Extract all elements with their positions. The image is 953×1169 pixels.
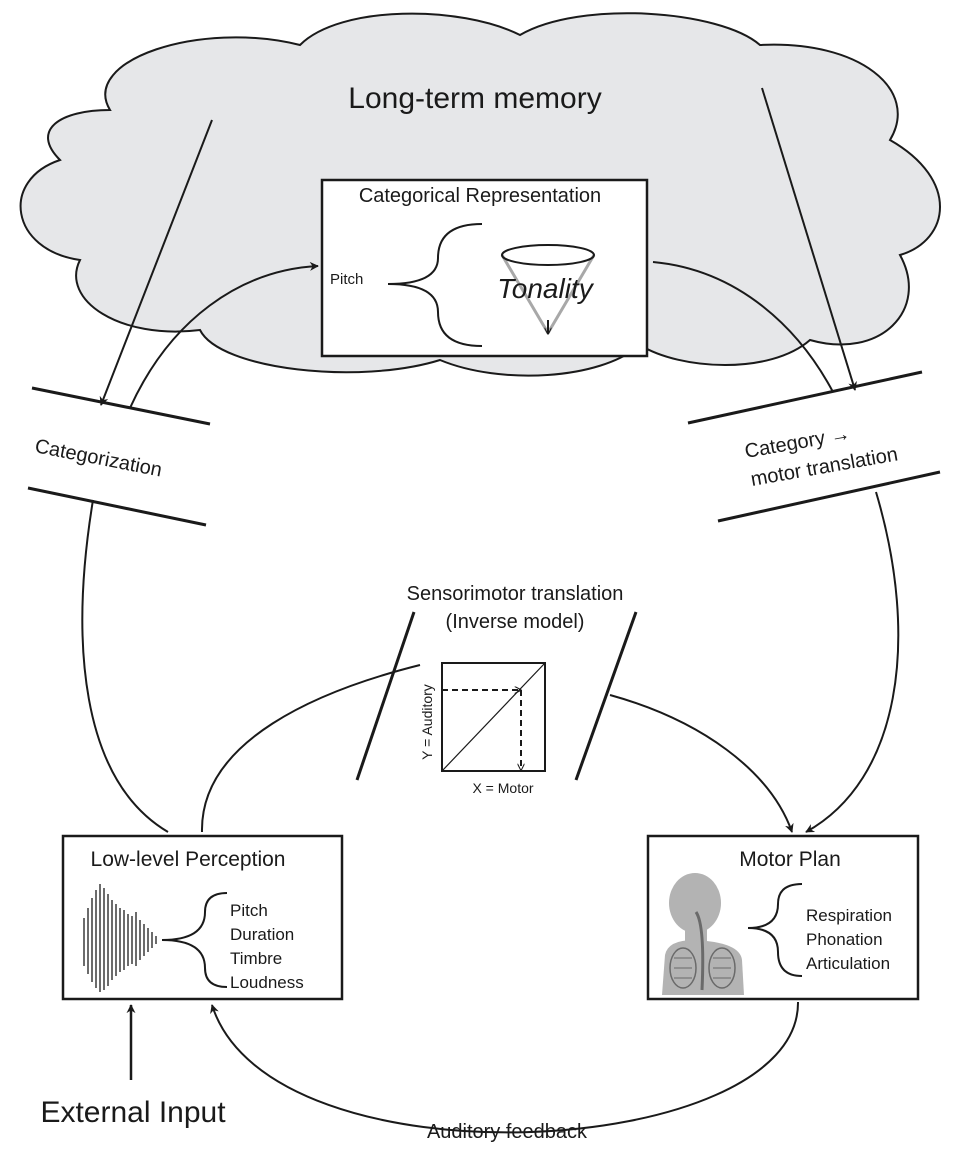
motor-plan-item-respiration: Respiration: [806, 906, 892, 925]
vocal-tract-body-icon: [662, 873, 744, 995]
motor-plan-item-phonation: Phonation: [806, 930, 883, 949]
sensorimotor-title-line2: (Inverse model): [446, 611, 585, 633]
memory-to-categorization-arrow: [99, 119, 213, 406]
motor-plan-item-articulation: Articulation: [806, 954, 890, 973]
low-level-perception-title: Low-level Perception: [91, 848, 286, 871]
motor-plan-box: Motor Plan Respiration Phonation Articul…: [646, 834, 920, 1001]
sensorimotor-title-line1: Sensorimotor translation: [407, 583, 624, 605]
waveform-icon: [83, 884, 157, 992]
external-input-label: External Input: [40, 1096, 226, 1129]
long-term-memory-label: Long-term memory: [348, 82, 601, 115]
tonality-cone-icon: [500, 244, 596, 334]
inverse-model-x-axis-label: X = Motor: [472, 780, 533, 796]
categorical-pitch-label: Pitch: [330, 271, 363, 288]
motor-plan-title: Motor Plan: [739, 848, 841, 871]
low-level-perception-box: Low-level Perception Pitch Duration Timb: [61, 834, 344, 1001]
perception-to-categorization-curve: [81, 499, 169, 833]
inverse-model-plot: [441, 662, 546, 772]
categorization-stage: Categorization: [27, 386, 211, 527]
perception-item-duration: Duration: [230, 925, 294, 944]
perception-brace: [161, 892, 228, 988]
sensorimotor-stage: Sensorimotor translation (Inverse model)…: [355, 583, 638, 796]
category-motor-stage: Category → motor translation: [687, 370, 941, 523]
inverse-model-y-axis-label: Y = Auditory: [419, 684, 435, 760]
categorization-to-pitch-arrow: [129, 261, 319, 409]
perception-to-motor-plan-loop-arrow: [200, 664, 792, 832]
categorical-brace: [387, 223, 483, 347]
perception-item-timbre: Timbre: [230, 949, 282, 968]
memory-to-motor-translation-arrow: [761, 87, 857, 391]
tonality-label: Tonality: [497, 273, 594, 304]
categorical-representation-box: Categorical Representation Pitch Tonalit…: [320, 178, 649, 358]
auditory-feedback-label: Auditory feedback: [427, 1121, 588, 1143]
categorization-label: Categorization: [33, 435, 164, 481]
categorical-representation-title: Categorical Representation: [359, 185, 601, 207]
perception-item-pitch: Pitch: [230, 901, 268, 920]
motor-translation-to-motor-plan-arrow: [805, 491, 900, 833]
auditory-feedback-arrow: [210, 1001, 800, 1134]
tonality-to-motor-translation-curve: [652, 261, 834, 393]
perception-item-loudness: Loudness: [230, 973, 304, 992]
motor-plan-brace: [747, 883, 803, 977]
